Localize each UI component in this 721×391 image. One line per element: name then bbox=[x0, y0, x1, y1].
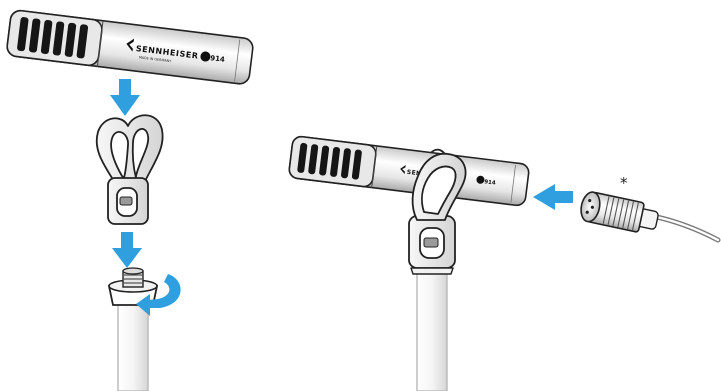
clip-jaws bbox=[95, 114, 164, 189]
svg-text:914: 914 bbox=[484, 179, 496, 186]
mic-clip-right-base bbox=[408, 148, 456, 275]
insert-arrow-down bbox=[110, 79, 140, 116]
xlr-connector bbox=[580, 191, 659, 233]
mic-clip-left bbox=[95, 114, 164, 225]
svg-text:MADE IN GERMANY: MADE IN GERMANY bbox=[139, 55, 173, 63]
grille-slots bbox=[297, 142, 362, 180]
stand-left bbox=[107, 267, 159, 391]
svg-text:914: 914 bbox=[210, 54, 226, 64]
stand-pole-right bbox=[416, 269, 448, 391]
model-badge: 914 bbox=[200, 51, 226, 64]
grille-slots bbox=[17, 17, 89, 59]
connect-arrow-left bbox=[533, 184, 573, 210]
rotate-arrow bbox=[136, 274, 181, 316]
stand-pole bbox=[117, 299, 149, 391]
xlr-cable bbox=[580, 191, 721, 243]
model-badge: 914 bbox=[476, 175, 496, 187]
cable-line bbox=[649, 213, 721, 243]
microphone-right: SENNHEISER 914 bbox=[288, 135, 530, 207]
microphone-left: SENNHEISER MADE IN GERMANY 914 bbox=[6, 9, 254, 85]
mount-arrow-down bbox=[112, 232, 142, 268]
mic-clip-right-jaw bbox=[411, 152, 467, 221]
cable-footnote-asterisk: * bbox=[620, 174, 628, 192]
